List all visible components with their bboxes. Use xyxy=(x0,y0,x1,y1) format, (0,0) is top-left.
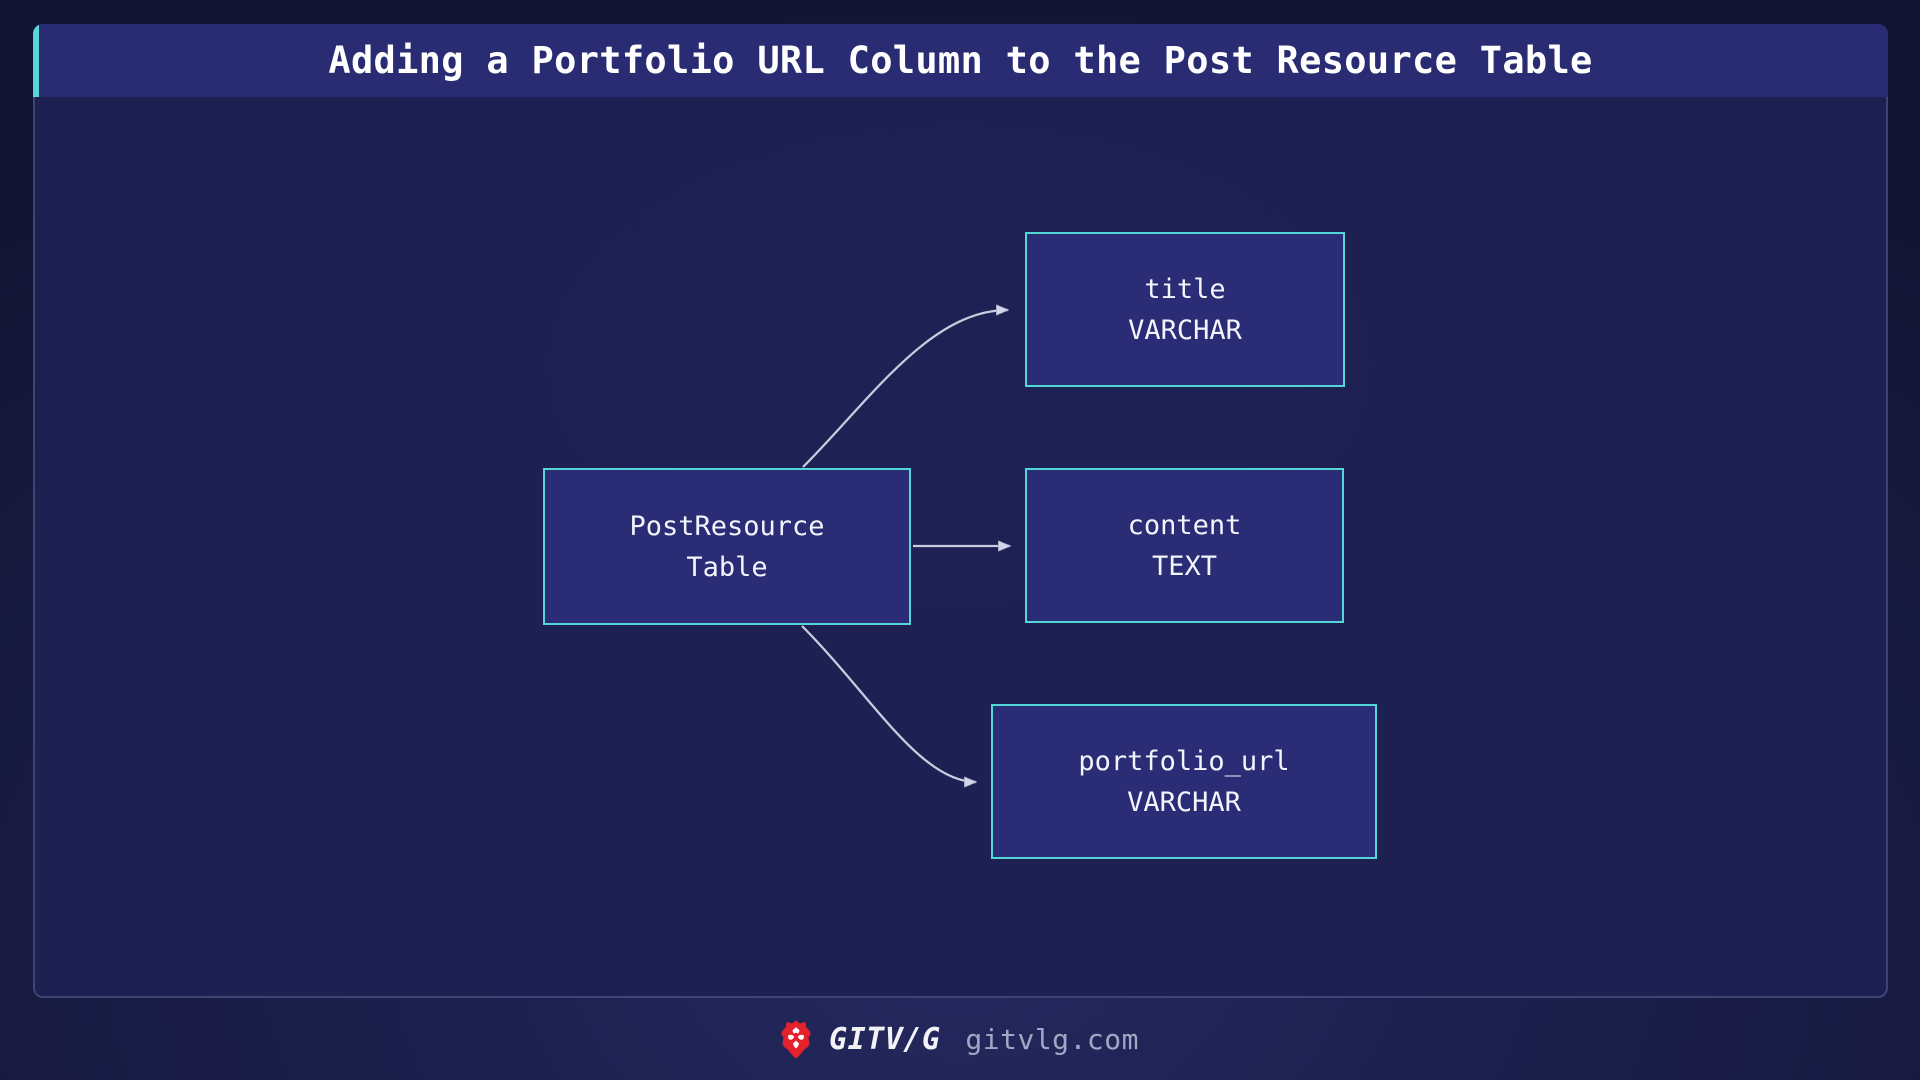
main-panel: Adding a Portfolio URL Column to the Pos… xyxy=(33,24,1888,998)
node-label: title xyxy=(1144,273,1226,305)
node-label: PostResource xyxy=(629,510,825,542)
header-accent-bar xyxy=(33,24,39,97)
node-portfolio-url-column: portfolio_url VARCHAR xyxy=(991,704,1377,859)
node-label: Table xyxy=(686,551,768,583)
domain-text: gitvlg.com xyxy=(965,1022,1139,1056)
brand-text: GITV/G xyxy=(829,1021,941,1057)
node-label: VARCHAR xyxy=(1127,786,1241,818)
page-title: Adding a Portfolio URL Column to the Pos… xyxy=(328,39,1593,82)
node-label: VARCHAR xyxy=(1128,314,1242,346)
node-post-resource-table: PostResource Table xyxy=(543,468,911,625)
node-content-column: content TEXT xyxy=(1025,468,1344,623)
node-label: content xyxy=(1127,509,1242,541)
node-label: portfolio_url xyxy=(1078,745,1290,777)
node-label: TEXT xyxy=(1151,550,1218,582)
header-bar: Adding a Portfolio URL Column to the Pos… xyxy=(33,24,1888,97)
node-title-column: title VARCHAR xyxy=(1025,232,1345,387)
footer: GITV/G gitvlg.com xyxy=(0,998,1920,1080)
lion-icon xyxy=(781,1019,811,1059)
